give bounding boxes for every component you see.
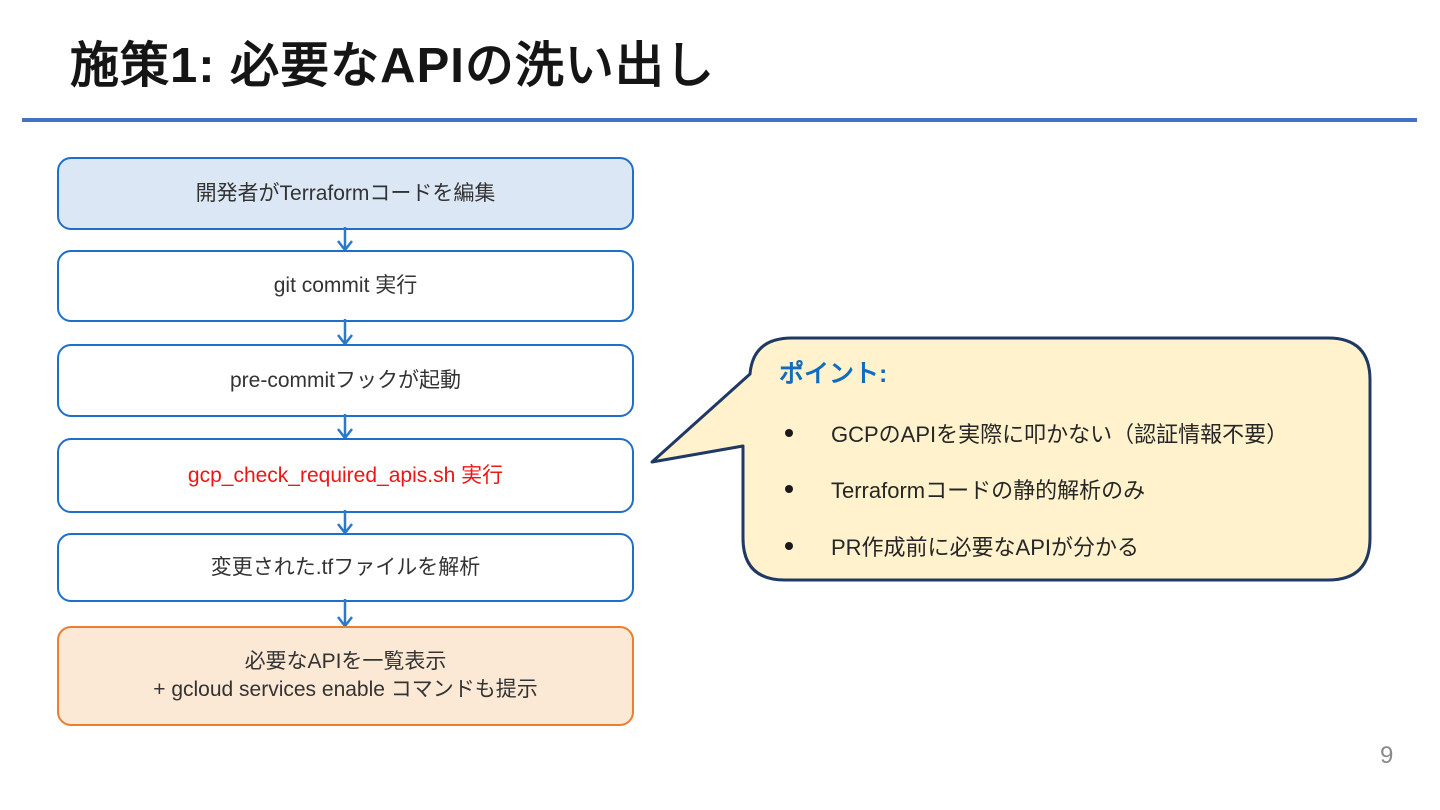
callout-bubble-shape — [650, 336, 1372, 582]
callout-bullet-text: PR作成前に必要なAPIが分かる — [831, 535, 1140, 560]
flow-step-label: 開発者がTerraformコードを編集 — [195, 181, 496, 205]
callout-heading: ポイント: — [779, 360, 888, 388]
callout-bullet-text: GCPのAPIを実際に叩かない（認証情報不要） — [831, 422, 1289, 447]
flow-step-git-commit: git commit 実行 — [57, 250, 634, 322]
callout-content: ポイント: GCPのAPIを実際に叩かない（認証情報不要） Terraformコ… — [743, 338, 1370, 580]
flow-step-label: 必要なAPIを一覧表示 — [244, 650, 447, 673]
down-arrow-icon — [337, 414, 353, 440]
page-number: 9 — [1380, 742, 1394, 769]
down-arrow-icon — [337, 319, 353, 346]
flow-step-label: pre-commitフックが起動 — [229, 368, 461, 392]
slide-title: 施策1: 必要なAPIの洗い出し — [70, 39, 715, 93]
callout-bullet-text: Terraformコードの静的解析のみ — [831, 478, 1146, 503]
flow-step-sublabel: + gcloud services enable コマンドも提示 — [153, 678, 538, 701]
down-arrow-icon — [337, 510, 353, 535]
callout-bullet-item: Terraformコードの静的解析のみ — [785, 474, 1145, 504]
callout-bullet-item: GCPのAPIを実際に叩かない（認証情報不要） — [785, 418, 1288, 448]
bullet-dot-icon — [785, 485, 793, 493]
down-arrow-icon — [337, 227, 353, 252]
flow-step-precommit-hook: pre-commitフックが起動 — [57, 344, 634, 417]
flow-step-check-script: gcp_check_required_apis.sh 実行 — [57, 438, 634, 513]
title-underline — [22, 118, 1417, 122]
flow-step-label: gcp_check_required_apis.sh 実行 — [187, 463, 504, 487]
bullet-dot-icon — [785, 429, 793, 437]
flow-step-label: git commit 実行 — [273, 274, 418, 297]
flow-step-parse-tf-files: 変更された.tfファイルを解析 — [57, 533, 634, 602]
flow-step-show-apis: 必要なAPIを一覧表示 + gcloud services enable コマン… — [57, 626, 634, 726]
flow-step-label: 変更された.tfファイルを解析 — [210, 555, 481, 579]
flow-step-edit-terraform: 開発者がTerraformコードを編集 — [57, 157, 634, 230]
down-arrow-icon — [337, 599, 353, 628]
callout-bullet-item: PR作成前に必要なAPIが分かる — [785, 531, 1139, 561]
bullet-dot-icon — [785, 542, 793, 550]
